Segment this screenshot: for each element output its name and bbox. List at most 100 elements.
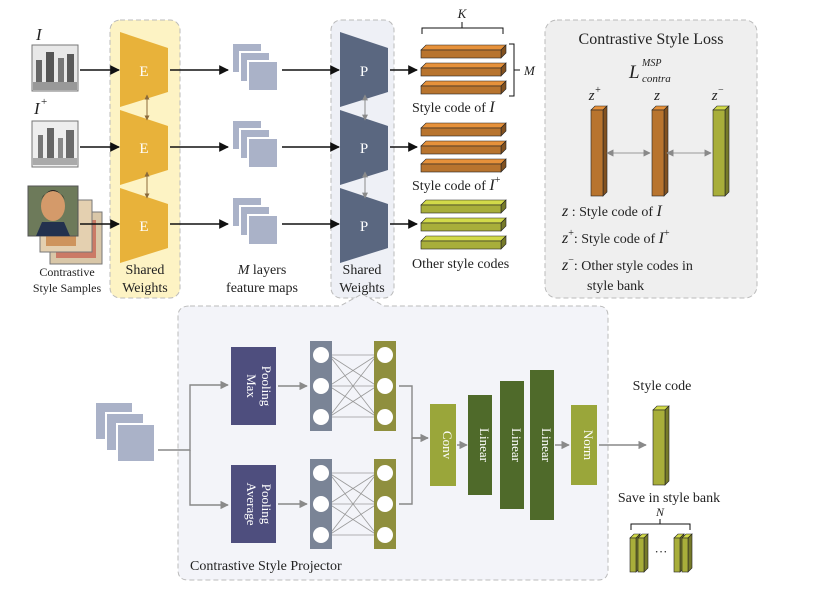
z-plus-bar <box>590 105 608 197</box>
samples-label-line2: Style Samples <box>33 281 102 295</box>
M-brace <box>509 43 520 97</box>
mlp-bottom-output-neuron-1 <box>377 465 393 481</box>
loss-symbol-sup: MSP <box>641 58 661 69</box>
conv-block: Conv <box>430 404 456 486</box>
mlp-bottom-input-neuron-2 <box>313 496 329 512</box>
style-code-bars <box>420 44 507 250</box>
legend-zminus: z−: Other style codes in <box>561 255 693 274</box>
input-image-Iplus <box>31 120 79 168</box>
code-other-bar-3 <box>420 235 507 250</box>
feature-maps-2 <box>231 119 279 169</box>
projector-shared-label-1: Shared <box>343 263 382 278</box>
bank-dots: ··· <box>655 544 668 559</box>
max-pool-label-2: Pooling <box>259 366 274 407</box>
loss-symbol-sub: contra <box>642 73 671 85</box>
code-Iplus-bar-3 <box>420 158 507 173</box>
feature-maps-1 <box>231 42 279 92</box>
contrastive-loss-panel <box>544 19 758 299</box>
input-image-I <box>31 44 79 92</box>
code-Iplus-bar-1 <box>420 122 507 137</box>
K-brace <box>421 22 504 34</box>
input-Iplus-sup: + <box>41 96 47 108</box>
bank-bar-4 <box>681 533 693 573</box>
projector-1: P <box>340 32 388 107</box>
code-I-bar-1 <box>420 44 507 59</box>
M-label: M <box>523 63 536 78</box>
legend-zminus-line2: style bank <box>587 279 644 294</box>
norm-label: Norm <box>581 430 596 460</box>
contrastive-style-samples <box>27 185 103 265</box>
z-plus-label: z+ <box>588 85 602 104</box>
N-brace <box>630 519 691 530</box>
z-label: z <box>653 88 660 104</box>
loss-code-bars <box>590 105 730 197</box>
average-pooling-block: Average Pooling <box>231 465 276 543</box>
projector-input-features <box>94 401 156 463</box>
encoder-2: E <box>120 110 168 185</box>
code-I-bar-2 <box>420 62 507 77</box>
conv-label: Conv <box>440 431 455 460</box>
mlp-top-input-neuron-1 <box>313 347 329 363</box>
output-style-code-bar <box>652 405 670 486</box>
mlp-top-input <box>310 341 332 431</box>
encoder-1-label: E <box>139 64 148 80</box>
feature-maps-label-1: M layers <box>237 263 287 278</box>
encoder-2-label: E <box>139 141 148 157</box>
encoder-shared-label-2: Weights <box>122 281 168 296</box>
mlp-top-output-neuron-3 <box>377 409 393 425</box>
legend-zplus: z+: Style code of I+ <box>561 228 670 247</box>
linear-3-label: Linear <box>539 428 554 463</box>
code-I-bar-3 <box>420 80 507 95</box>
output-code-bar <box>652 405 670 486</box>
max-pooling-block: Max Pooling <box>231 347 276 425</box>
loss-title: Contrastive Style Loss <box>579 31 724 48</box>
feature-maps-3 <box>231 196 279 246</box>
input-Iplus-label: I <box>33 99 41 118</box>
mlp-bottom-input-neuron-1 <box>313 465 329 481</box>
projector-shared-label-2: Weights <box>339 281 385 296</box>
stylecode-I-label: Style code of I <box>412 99 495 116</box>
mlp-bottom-input <box>310 459 332 549</box>
avg-pool-label-1: Average <box>244 482 259 525</box>
z-minus-bar <box>712 105 730 197</box>
linear-1-label: Linear <box>477 428 492 463</box>
encoder-1: E <box>120 32 168 107</box>
linear-block-3: Linear <box>530 370 554 520</box>
loss-symbol: L <box>628 62 640 83</box>
input-I-label: I <box>35 25 43 44</box>
style-bank-bars <box>629 533 693 573</box>
legend-z: z : Style code of I <box>561 203 663 220</box>
mlp-bottom-input-neuron-3 <box>313 527 329 543</box>
avg-pool-label-2: Pooling <box>259 484 274 525</box>
style-code-label: Style code <box>633 379 692 394</box>
projector-title: Contrastive Style Projector <box>190 559 342 574</box>
mlp-top-input-neuron-3 <box>313 409 329 425</box>
mlp-top-output <box>374 341 396 431</box>
mlp-top-links <box>328 354 378 418</box>
feature-maps-label-2: feature maps <box>226 281 298 296</box>
bank-bar-2 <box>637 533 649 573</box>
mlp-top-output-neuron-1 <box>377 347 393 363</box>
encoder-3: E <box>120 188 168 263</box>
code-other-bar-2 <box>420 217 507 232</box>
norm-block: Norm <box>571 405 597 485</box>
mlp-bottom-output-neuron-2 <box>377 496 393 512</box>
projector-3: P <box>340 188 388 263</box>
other-codes-label: Other style codes <box>412 257 509 272</box>
linear-block-2: Linear <box>500 381 524 509</box>
z-bar <box>651 105 669 197</box>
encoder-shared-label-1: Shared <box>126 263 165 278</box>
save-bank-label: Save in style bank <box>618 491 720 506</box>
projector-3-label: P <box>360 219 368 235</box>
projector-2: P <box>340 110 388 185</box>
mlp-bottom-output-neuron-3 <box>377 527 393 543</box>
encoder-3-label: E <box>139 219 148 235</box>
mlp-bottom-links <box>328 472 378 536</box>
K-label: K <box>457 6 468 21</box>
projector-1-label: P <box>360 64 368 80</box>
samples-label-line1: Contrastive <box>39 265 94 279</box>
code-other-bar-1 <box>420 199 507 214</box>
z-minus-label: z− <box>711 85 725 104</box>
mlp-top-output-neuron-2 <box>377 378 393 394</box>
